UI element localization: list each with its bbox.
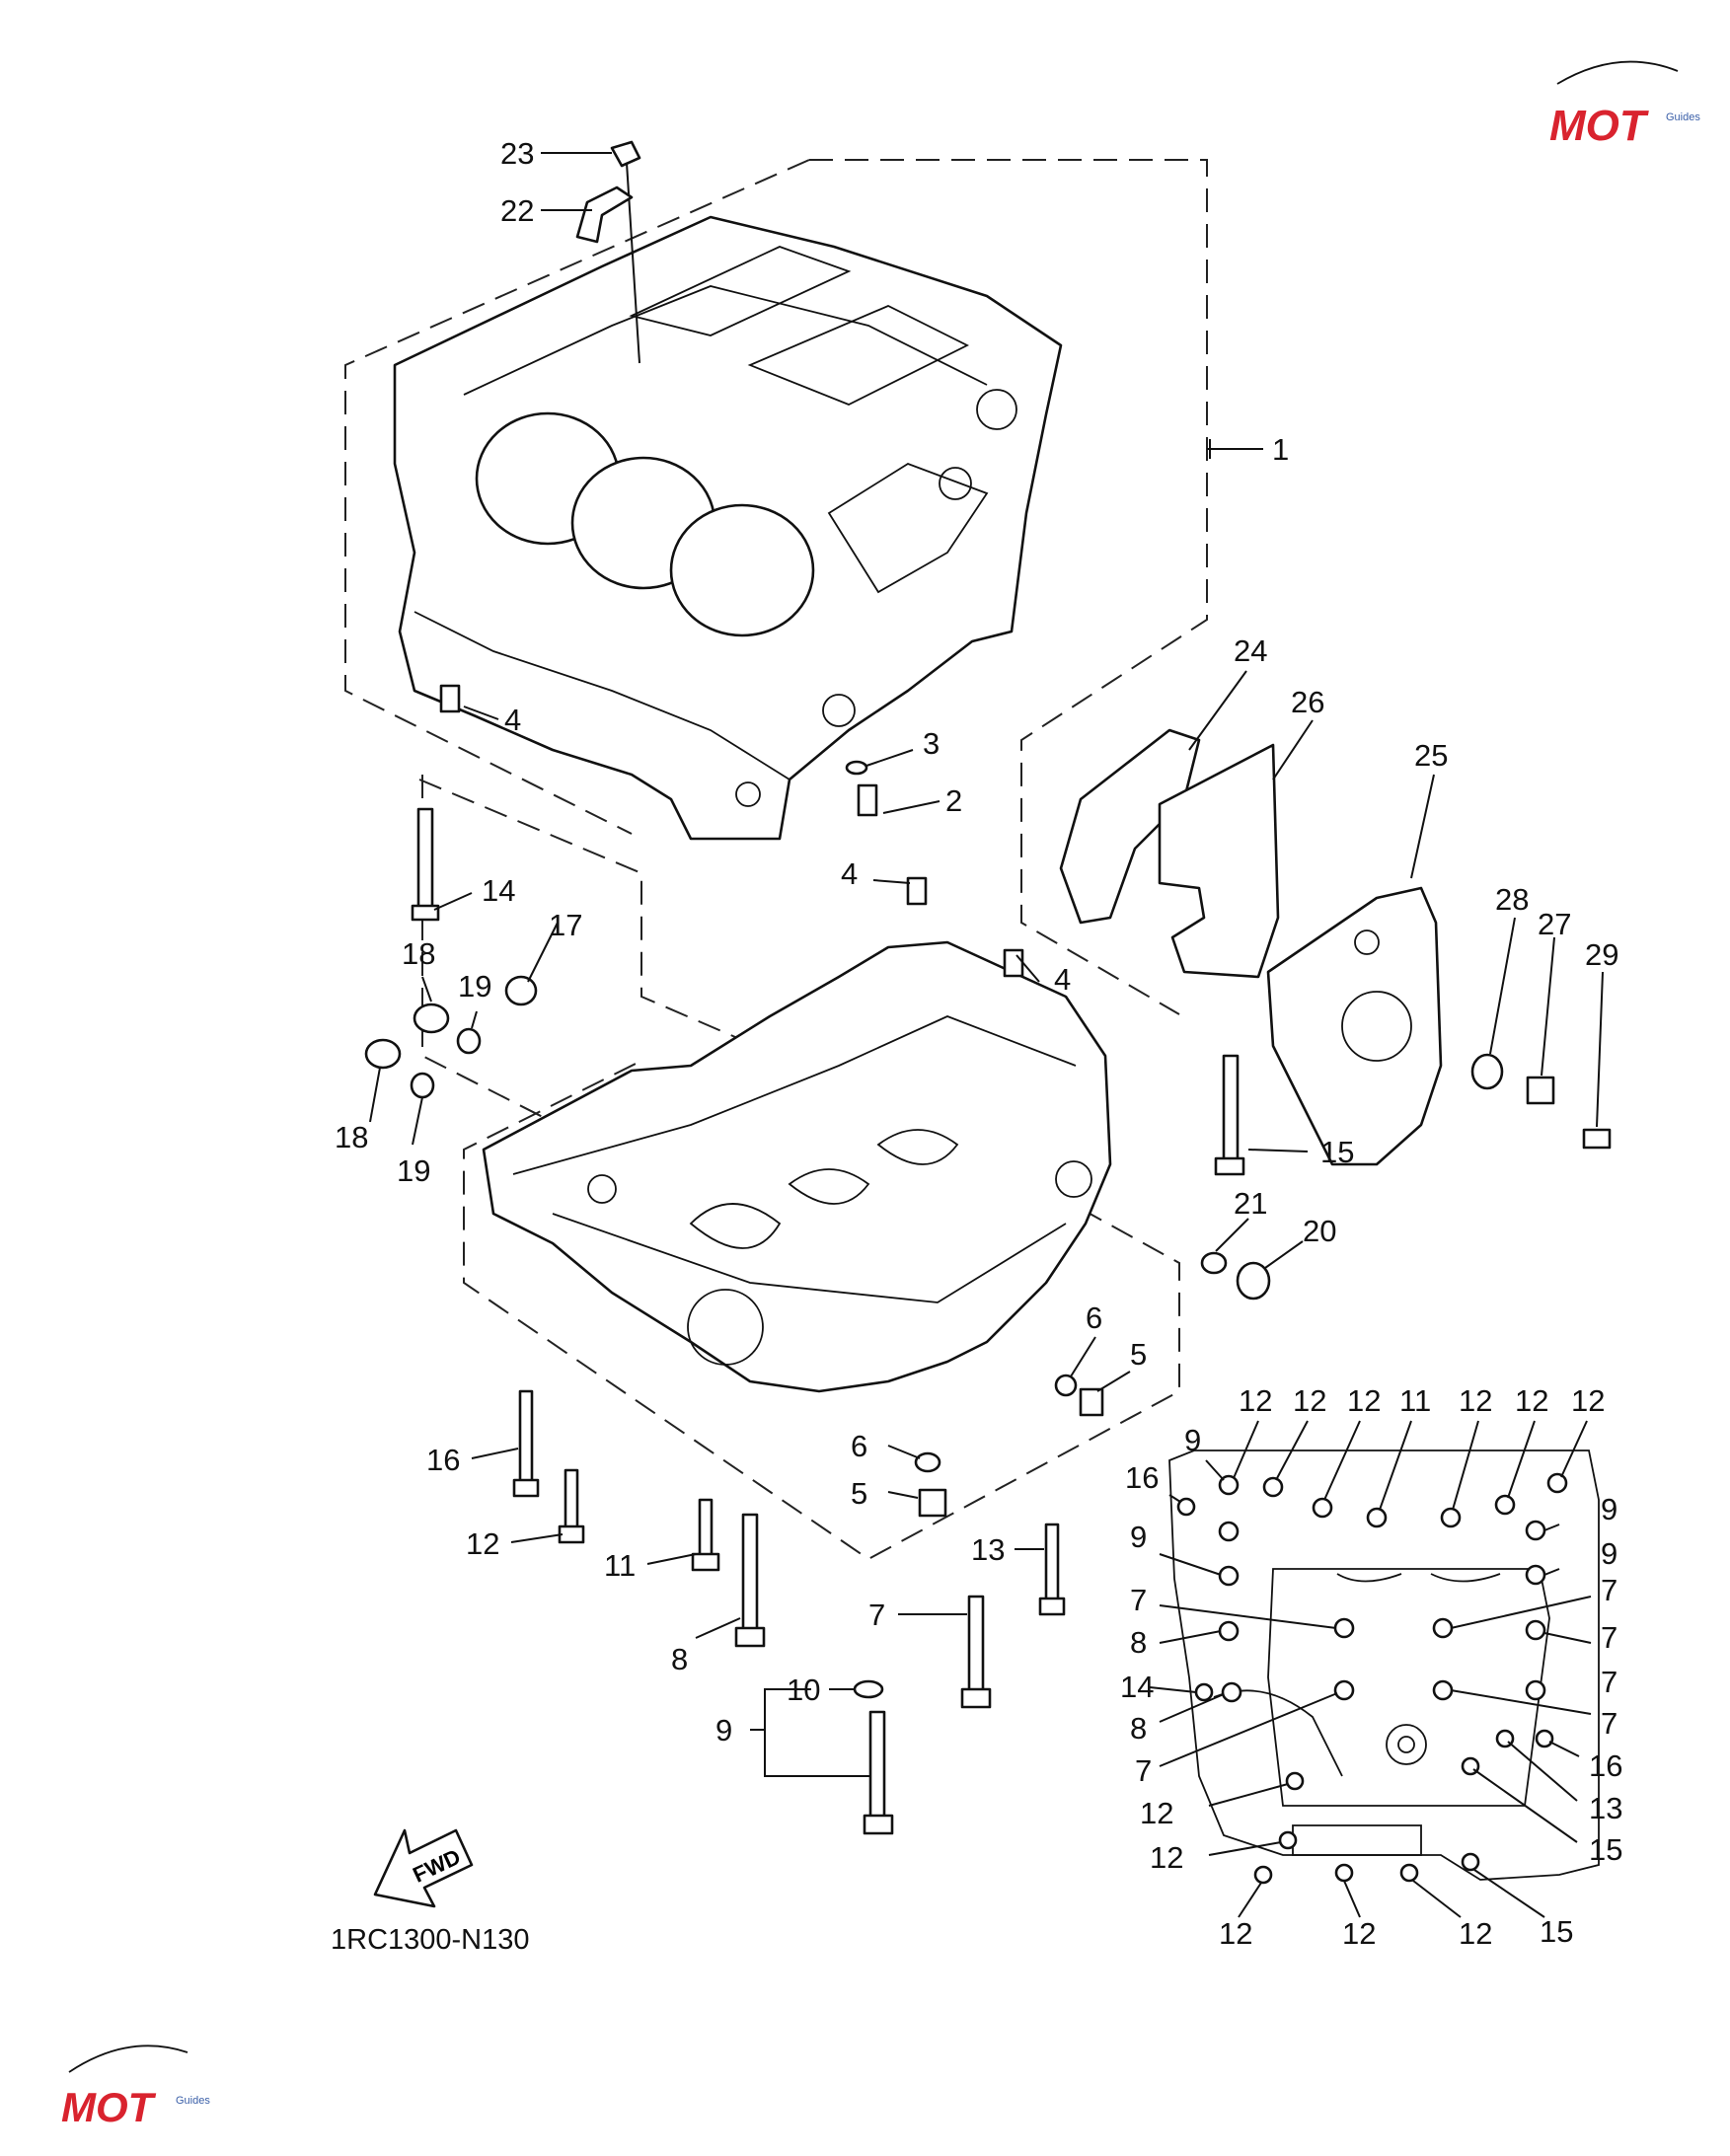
- inset-bolt-holes: [1176, 1472, 1568, 1885]
- inset-right-9-b: 9: [1601, 1536, 1617, 1571]
- inset-leaders: [1149, 1420, 1592, 1918]
- callout-23: 23: [500, 136, 534, 171]
- cylinder-bore-3: [669, 503, 815, 637]
- callout-29: 29: [1585, 937, 1618, 972]
- callout-3: 3: [923, 726, 940, 761]
- inset-top-9: 9: [1184, 1423, 1201, 1457]
- inset-left-16: 16: [1125, 1460, 1159, 1495]
- callouts: 23 22 1 4 3 2 14 17 18 19 18 19 4 4 24 2…: [335, 136, 1618, 1747]
- inset-left-12-b: 12: [1150, 1840, 1183, 1875]
- dowel-link: [421, 775, 598, 1146]
- callout-19-b: 19: [397, 1153, 430, 1188]
- callout-18-a: 18: [402, 936, 435, 971]
- inset-left-7-b: 7: [1135, 1753, 1152, 1788]
- inset-right-7-c: 7: [1601, 1665, 1617, 1699]
- watermark-bottom-left: MOT Guides: [61, 2044, 210, 2130]
- gasket-24: [1059, 728, 1201, 925]
- cover-parts: [1059, 728, 1443, 1166]
- inset-top-12-e: 12: [1515, 1383, 1548, 1418]
- callout-24: 24: [1234, 633, 1267, 668]
- callout-21: 21: [1234, 1186, 1267, 1221]
- callout-26: 26: [1291, 685, 1324, 719]
- callout-7: 7: [868, 1598, 885, 1632]
- hardware-parts: [364, 140, 1612, 1835]
- diagram-code: 1RC1300-N130: [331, 1924, 530, 1956]
- inset-top-12-a: 12: [1239, 1383, 1272, 1418]
- callout-11: 11: [604, 1548, 636, 1583]
- inset-bottom-12-b: 12: [1342, 1916, 1376, 1951]
- callout-20: 20: [1303, 1214, 1336, 1248]
- inset-bottom-12-c: 12: [1459, 1916, 1492, 1951]
- lower-crankcase: [482, 940, 1112, 1393]
- inset-labels: 9 12 12 12 11 12 12 12 9 9 16 9 7 7 8 7 …: [1120, 1383, 1622, 1951]
- callout-6-right: 6: [1086, 1301, 1102, 1335]
- inset-right-7-a: 7: [1601, 1573, 1617, 1607]
- watermark-text: MOT: [1549, 102, 1649, 150]
- inset-left-9: 9: [1130, 1520, 1147, 1554]
- inset-left-7: 7: [1130, 1583, 1147, 1617]
- upper-case-boundary: [809, 159, 1208, 1015]
- inset-top-11: 11: [1399, 1383, 1431, 1418]
- inset-right-16: 16: [1589, 1748, 1622, 1783]
- inset-right-7-d: 7: [1601, 1706, 1617, 1741]
- inset-top-12-f: 12: [1571, 1383, 1605, 1418]
- upper-crankcase: [393, 215, 1063, 841]
- callout-5-right: 5: [1130, 1337, 1147, 1372]
- callout-13: 13: [971, 1532, 1005, 1567]
- callout-16: 16: [426, 1443, 460, 1477]
- callout-19-a: 19: [458, 969, 491, 1004]
- callout-15: 15: [1320, 1135, 1354, 1169]
- inset-left-8-b: 8: [1130, 1711, 1147, 1746]
- inset-bottom-view: 9 12 12 12 11 12 12 12 9 9 16 9 7 7 8 7 …: [1120, 1383, 1622, 1951]
- callout-28: 28: [1495, 882, 1529, 917]
- watermark-suffix: Guides: [1666, 112, 1700, 123]
- inset-left-8-a: 8: [1130, 1625, 1147, 1660]
- fwd-arrow: FWD: [373, 1828, 474, 1908]
- inset-left-14: 14: [1120, 1670, 1154, 1704]
- callout-17: 17: [549, 908, 582, 942]
- inset-left-12-a: 12: [1140, 1796, 1173, 1830]
- watermark-suffix: Guides: [176, 2095, 210, 2107]
- callout-27: 27: [1538, 907, 1571, 941]
- inset-right-9-a: 9: [1601, 1492, 1617, 1526]
- inset-top-12-d: 12: [1459, 1383, 1492, 1418]
- callout-22: 22: [500, 193, 534, 228]
- callout-2: 2: [945, 783, 962, 818]
- callout-6-center: 6: [851, 1429, 867, 1463]
- callout-9: 9: [715, 1713, 732, 1747]
- callout-10: 10: [787, 1673, 820, 1707]
- crankcase-cover-25: [1266, 886, 1443, 1166]
- inset-bottom-15: 15: [1540, 1914, 1573, 1949]
- watermark-text: MOT: [61, 2084, 157, 2130]
- inset-right-7-b: 7: [1601, 1620, 1617, 1655]
- inset-right-15-a: 15: [1589, 1832, 1622, 1867]
- callout-5-center: 5: [851, 1476, 867, 1511]
- watermark-top-right: MOT Guides: [1549, 60, 1700, 150]
- leader-lines: [369, 152, 1604, 1777]
- callout-25: 25: [1414, 738, 1448, 773]
- callout-18-b: 18: [335, 1120, 368, 1154]
- inset-top-12-c: 12: [1347, 1383, 1381, 1418]
- callout-4-mid: 4: [841, 856, 858, 891]
- callout-12: 12: [466, 1526, 499, 1561]
- inset-bottom-12-a: 12: [1219, 1916, 1252, 1951]
- gasket-26: [1158, 743, 1280, 979]
- upper-case-boundary-left: [344, 159, 810, 835]
- callout-1: 1: [1272, 432, 1289, 467]
- callout-8: 8: [671, 1642, 688, 1676]
- lower-case-boundary: [418, 779, 1180, 1561]
- callout-4-upper: 4: [504, 703, 521, 737]
- inset-right-13: 13: [1589, 1791, 1622, 1825]
- callout-4-right: 4: [1054, 962, 1071, 997]
- callout-14: 14: [482, 873, 515, 908]
- inset-top-12-b: 12: [1293, 1383, 1326, 1418]
